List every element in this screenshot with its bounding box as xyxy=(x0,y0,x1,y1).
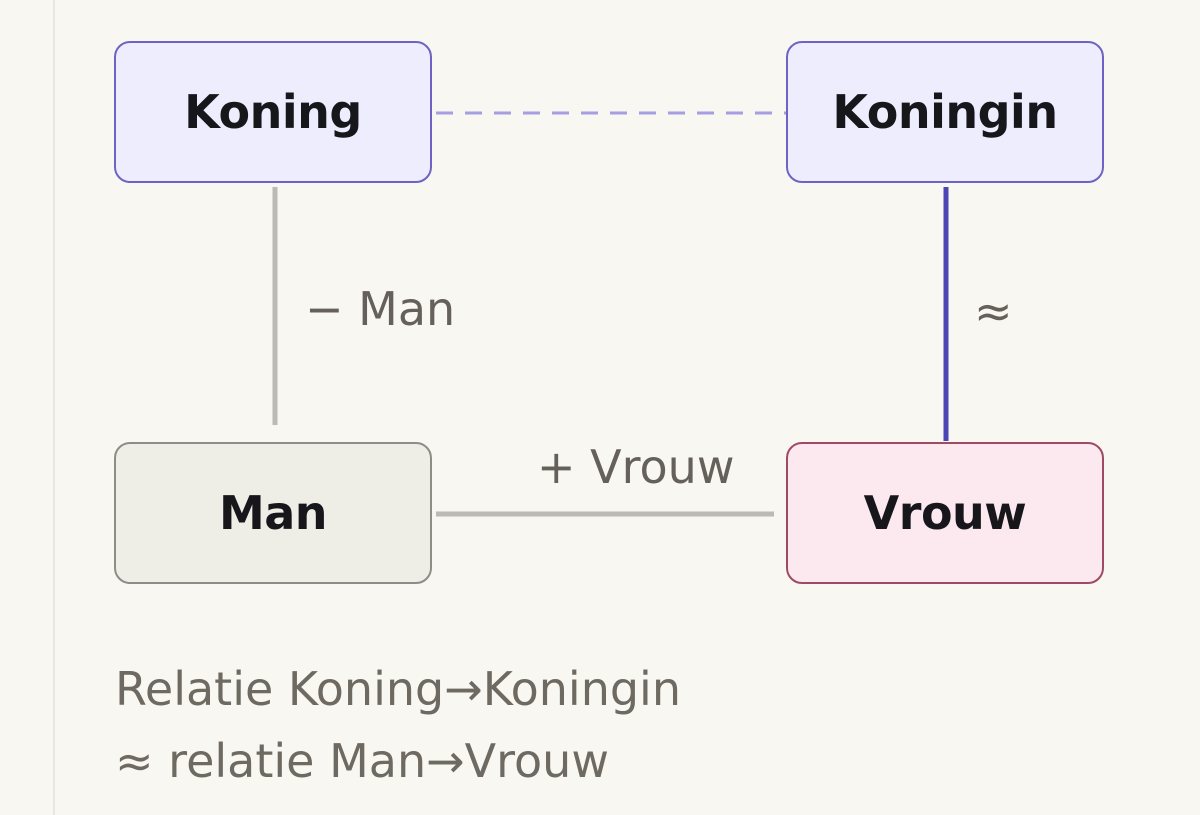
node-man-label: Man xyxy=(218,486,328,540)
node-koningin-label: Koningin xyxy=(832,85,1058,139)
node-koning-label: Koning xyxy=(184,85,362,139)
node-vrouw: Vrouw xyxy=(786,442,1104,584)
node-koning: Koning xyxy=(114,41,432,183)
caption-line-2: ≈ relatie Man→Vrouw xyxy=(115,734,609,788)
node-man: Man xyxy=(114,442,432,584)
edge-label-minus-man: − Man xyxy=(305,282,456,336)
edge-label-plus-vrouw: + Vrouw xyxy=(537,440,735,494)
node-koningin: Koningin xyxy=(786,41,1104,183)
page-left-rule xyxy=(53,0,55,815)
caption-line-1: Relatie Koning→Koningin xyxy=(115,662,681,716)
edge-label-approx: ≈ xyxy=(974,284,1013,338)
node-vrouw-label: Vrouw xyxy=(863,486,1027,540)
